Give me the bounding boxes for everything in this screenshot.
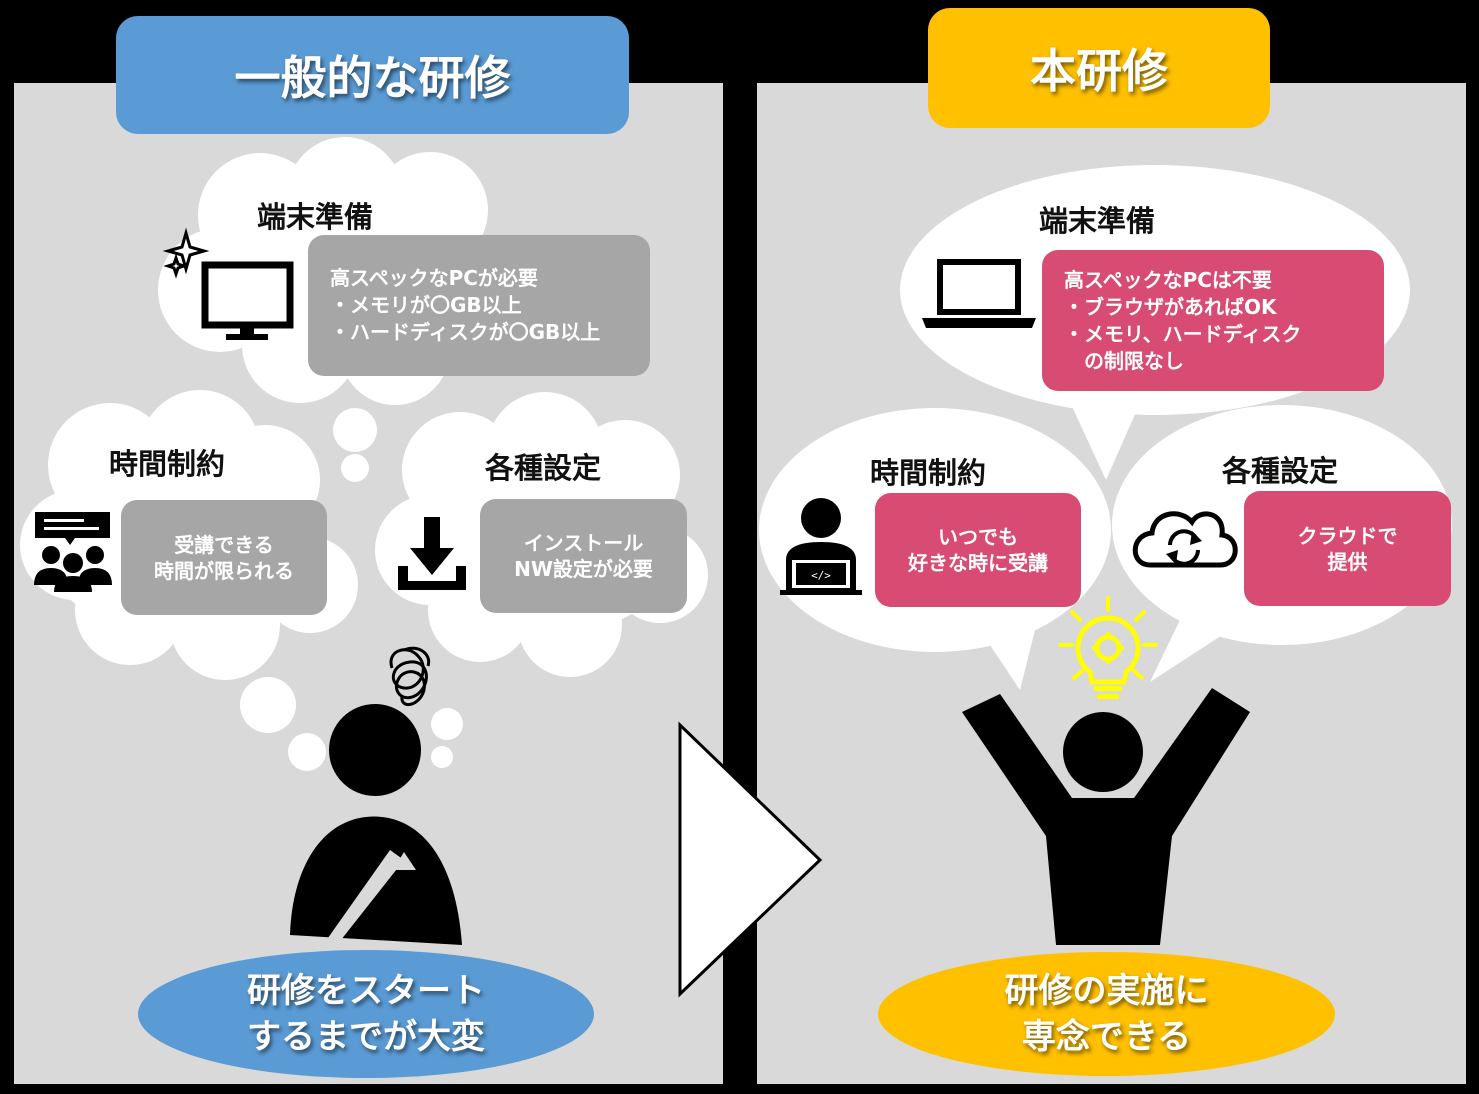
- person-laptop-icon: </>: [780, 498, 862, 595]
- cloud-sync-icon: [1132, 511, 1238, 568]
- laptop-icon: [922, 259, 1036, 328]
- thought-trail-dots: [240, 408, 463, 771]
- left-time-line: 時間が限られる: [154, 558, 294, 583]
- right-settings-heading: 各種設定: [1221, 454, 1339, 488]
- left-time-box: 受講できる 時間が限られる: [121, 500, 327, 615]
- svg-text:</>: </>: [811, 569, 831, 582]
- right-conclusion-ellipse: 研修の実施に 専念できる: [878, 952, 1335, 1076]
- right-settings-line: クラウドで: [1297, 523, 1398, 548]
- download-icon: [398, 517, 466, 590]
- right-settings-line: 提供: [1327, 549, 1368, 574]
- right-device-heading: 端末準備: [1038, 204, 1156, 238]
- left-settings-box: インストール NW設定が必要: [480, 499, 687, 613]
- tab-general-training-label: 一般的な研修: [234, 51, 511, 105]
- left-device-box: 高スペックなPCが必要 ・メモリが〇GB以上 ・ハードディスクが〇GB以上: [308, 235, 650, 376]
- left-device-heading: 端末準備: [256, 200, 374, 234]
- right-time-heading: 時間制約: [869, 456, 987, 490]
- left-device-line: ・ハードディスクが〇GB以上: [330, 320, 601, 344]
- left-settings-line: NW設定が必要: [514, 557, 653, 581]
- right-time-line: いつでも: [938, 525, 1018, 549]
- right-time-box: いつでも 好きな時に受講: [875, 493, 1081, 607]
- left-settings-line: インストール: [523, 531, 644, 555]
- right-device-line: ・ブラウザがあればOK: [1064, 294, 1277, 319]
- tangled-thought-icon: [389, 646, 431, 706]
- left-time-heading: 時間制約: [108, 447, 226, 481]
- left-device-line: 高スペックなPCが必要: [330, 266, 538, 290]
- left-settings-heading: 各種設定: [484, 451, 602, 485]
- transition-arrow-icon: [678, 721, 823, 998]
- left-conclusion-ellipse: 研修をスタート するまでが大変: [138, 950, 594, 1078]
- tab-this-training: 本研修: [928, 8, 1270, 128]
- right-conclusion-line: 専念できる: [1021, 1017, 1192, 1057]
- cheering-person-icon: [962, 688, 1250, 945]
- right-settings-box: クラウドで 提供: [1244, 491, 1451, 606]
- right-device-line: 高スペックなPCは不要: [1064, 267, 1272, 292]
- lightbulb-gear-icon: [1058, 596, 1158, 699]
- meeting-audience-icon: [34, 512, 112, 592]
- tab-general-training: 一般的な研修: [116, 16, 629, 134]
- right-conclusion-line: 研修の実施に: [1004, 971, 1209, 1011]
- right-device-box: 高スペックなPCは不要 ・ブラウザがあればOK ・メモリ、ハードディスク の制限…: [1042, 250, 1384, 391]
- right-time-line: 好きな時に受講: [908, 551, 1048, 575]
- left-conclusion-line: 研修をスタート: [247, 971, 485, 1011]
- thinking-person-icon: [290, 704, 462, 945]
- left-device-line: ・メモリが〇GB以上: [330, 293, 522, 317]
- left-time-line: 受講できる: [174, 532, 274, 557]
- right-device-line: の制限なし: [1064, 348, 1184, 373]
- desktop-monitor-icon: [201, 261, 294, 340]
- left-conclusion-line: するまでが大変: [247, 1017, 485, 1057]
- sparkle-icon: [162, 227, 210, 279]
- right-device-line: ・メモリ、ハードディスク: [1064, 321, 1302, 346]
- tab-this-training-label: 本研修: [1030, 44, 1168, 98]
